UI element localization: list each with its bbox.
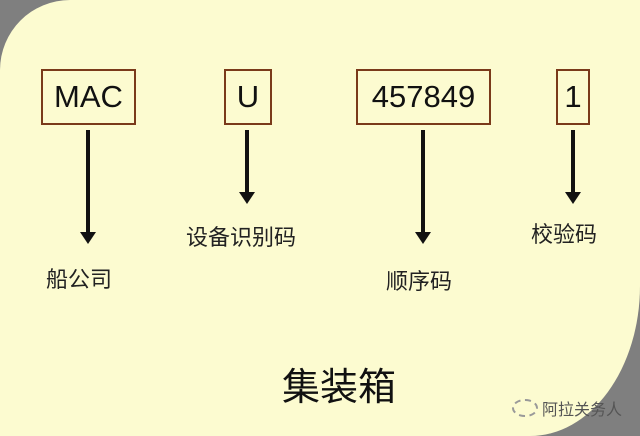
label-serial: 顺序码 (386, 270, 453, 295)
diagram-title: 集装箱 (282, 365, 397, 409)
watermark: 阿拉关务人 (512, 396, 622, 420)
code-box-mac: MAC (41, 69, 136, 125)
wechat-icon (512, 399, 538, 417)
arrow-down-icon (415, 130, 431, 244)
arrow-down-icon (565, 130, 581, 204)
arrow-down-icon (239, 130, 255, 204)
code-box-check: 1 (556, 69, 590, 125)
label-check: 校验码 (531, 223, 598, 248)
code-box-u: U (224, 69, 272, 125)
code-box-serial: 457849 (356, 69, 491, 125)
label-equipment: 设备识别码 (186, 226, 297, 251)
label-owner: 船公司 (46, 268, 113, 293)
watermark-text: 阿拉关务人 (542, 400, 623, 419)
arrow-down-icon (80, 130, 96, 244)
